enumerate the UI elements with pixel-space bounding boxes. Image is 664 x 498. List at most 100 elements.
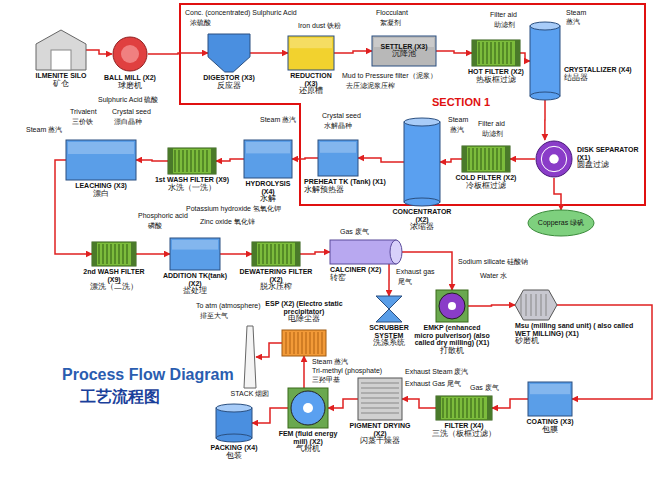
flow-arrow: [402, 399, 436, 408]
equipment-label: BALL MILL (X2): [95, 74, 165, 82]
text-block: DIGESTOR (X3)反应器: [199, 74, 259, 90]
stack-body: [244, 326, 256, 388]
end-plate: [505, 146, 510, 172]
filter-plate: [267, 244, 268, 264]
text-block: CONCENTRATOR (X2)浓缩器: [387, 208, 457, 232]
equipment-label: 气粉机: [276, 445, 340, 454]
equipment-label: 1st WASH FILTER (X9): [151, 176, 233, 184]
filter-body: [462, 146, 510, 172]
equipment-icon: [216, 404, 252, 442]
annotation: Filter aid: [478, 120, 505, 128]
equipment: EMKP (enhanced micro pulverisor) (also c…: [436, 290, 468, 322]
mill-rib: [531, 294, 532, 316]
equipment-label: CONCENTRATOR (X2): [387, 208, 457, 223]
equipment-label: Msu (milling sand unit) ( also called WE…: [515, 322, 640, 337]
equipment-icon: [112, 36, 148, 72]
vessel-highlight: [530, 384, 570, 394]
annotation: 磷酸: [148, 222, 162, 230]
dryer-body: [358, 378, 402, 420]
vessel-highlight: [68, 142, 134, 154]
equipment-label: 水解预热器: [304, 186, 390, 195]
equipment-label: 沉降池: [392, 50, 416, 59]
equipment-label: 电除尘器: [254, 315, 354, 324]
filter-plate: [491, 42, 492, 64]
equipment-icon: [288, 36, 334, 70]
equipment-label: CALCINER (X2): [330, 266, 386, 274]
text-block: DISK SEPARATOR (X1)圆盘过滤: [577, 146, 641, 170]
filter-plate: [107, 244, 108, 264]
equipment: 2nd WASH FILTER (X9)漂洗（二洗）: [92, 242, 136, 266]
annotation: Crystal seed: [112, 108, 151, 116]
flow-arrow: [436, 51, 472, 53]
equipment: 1st WASH FILTER (X9)水洗（一洗）: [168, 148, 216, 174]
equipment-label: SCRUBBER SYSTEM: [364, 324, 414, 339]
mill-hub: [448, 302, 456, 310]
text-block: HYDROLYSIS (X4)水解: [240, 180, 296, 204]
dryer-tray: [361, 388, 399, 389]
text-block: PIGMENT DRYING (X2)闪蒸干燥器: [344, 422, 416, 446]
annotation: 絮凝剂: [380, 19, 401, 27]
equipment-label: 冷板框过滤: [452, 182, 520, 191]
annotation: 蒸汽: [450, 126, 464, 134]
equipment: PACKING (X4)包装: [216, 404, 252, 442]
vessel-body: [288, 36, 334, 70]
filter-plate: [467, 398, 468, 418]
flow-arrow: [468, 305, 515, 306]
text-block: Copperas 绿矾: [528, 210, 594, 236]
end-plate: [131, 242, 136, 266]
equipment-label: STACK 烟囱: [226, 390, 274, 398]
equipment: PIGMENT DRYING (X2)闪蒸干燥器: [358, 378, 402, 420]
annotation: Water 水: [480, 272, 507, 280]
esp-plate: [286, 332, 287, 354]
silo-door: [51, 50, 71, 70]
esp-plate: [302, 332, 303, 354]
mill-rib: [526, 294, 527, 316]
disk-body: [536, 141, 572, 177]
end-plate: [252, 242, 257, 266]
dryer-tray: [361, 408, 399, 409]
filter-plate: [469, 148, 470, 170]
annotation: Zinc oxide 氧化锌: [200, 218, 255, 226]
end-plate: [472, 40, 477, 66]
equipment-icon: [244, 326, 256, 388]
equipment-label: 闪蒸干燥器: [344, 437, 416, 446]
text-block: ILMENITE SILO矿仓: [28, 72, 94, 88]
filter-body: [436, 396, 492, 420]
vessel-body: [66, 140, 136, 180]
mill-rib: [546, 294, 547, 316]
filter-plate: [481, 148, 482, 170]
equipment-label: FILTER (X4): [429, 422, 499, 430]
equipment-icon: [252, 242, 300, 266]
equipment-label: ILMENITE SILO: [28, 72, 94, 80]
filter-plate: [507, 42, 508, 64]
equipment: SETTLER (X3)沉降池: [372, 36, 436, 66]
filter-plate: [191, 150, 192, 172]
filter-plate: [195, 150, 196, 172]
filter-body: [92, 242, 136, 266]
filter-plate: [111, 244, 112, 264]
equipment-label: 包装: [209, 452, 259, 461]
text-block: PREHEAT TK (Tank) (X1)水解预热器: [304, 178, 390, 194]
annotation: SECTION 1: [432, 96, 490, 108]
equipment-icon: [330, 240, 402, 264]
end-plate: [436, 396, 441, 420]
annotation: 蒸汽: [566, 18, 580, 26]
equipment: FILTER (X4)三洗（板框过滤）: [436, 396, 492, 420]
annotation: 工艺流程图: [80, 388, 160, 406]
equipment-icon: [168, 148, 216, 174]
filter-plate: [103, 244, 104, 264]
vessel-highlight: [290, 38, 332, 48]
filter-plate: [485, 148, 486, 170]
tank-top: [216, 404, 252, 412]
filter-plate: [179, 150, 180, 172]
text-block: ADDITION TK(tank) (X2)盐处理: [160, 272, 230, 296]
flow-arrow: [328, 399, 358, 408]
text-block: SCRUBBER SYSTEM洗涤系统: [364, 324, 414, 348]
equipment-icon: [462, 146, 510, 172]
esp-body: [282, 330, 326, 356]
equipment-label: 转窑: [330, 274, 386, 283]
filter-plate: [483, 398, 484, 418]
flow-arrow: [86, 50, 112, 54]
equipment-icon: [528, 382, 572, 416]
filter-plate: [473, 148, 474, 170]
